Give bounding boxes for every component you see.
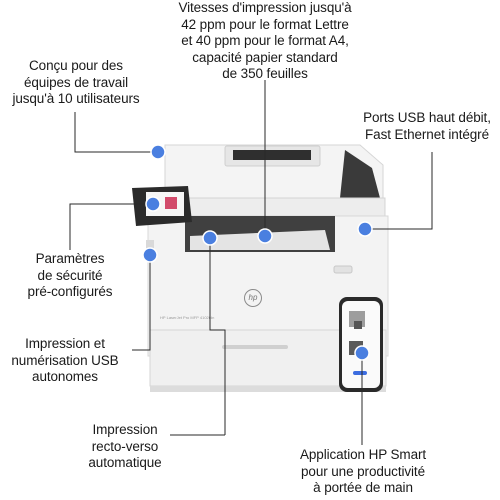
dot-output bbox=[202, 230, 218, 246]
dot-usb-side bbox=[142, 247, 158, 263]
phone bbox=[339, 297, 383, 392]
hp-logo: hp bbox=[244, 289, 262, 307]
dot-usb bbox=[357, 221, 373, 237]
brand-text: hp bbox=[248, 293, 258, 302]
callout-security: Paramètres de sécurité pré-configurés bbox=[27, 251, 113, 299]
callout-speed: Vitesses d'impression jusqu'à 42 ppm pou… bbox=[178, 0, 352, 81]
phone-screen bbox=[342, 301, 380, 388]
dot-speed bbox=[257, 228, 273, 244]
callout-usb-print: Impression et numérisation USB autonomes bbox=[11, 336, 119, 384]
dot-teams bbox=[150, 144, 166, 160]
callout-app: Application HP Smart pour une productivi… bbox=[299, 447, 427, 495]
model-text: HP LaserJet Pro MFP 4102fdn bbox=[160, 315, 215, 320]
dot-security bbox=[145, 196, 161, 212]
dot-app bbox=[354, 345, 370, 361]
callout-duplex: Impression recto-verso automatique bbox=[88, 422, 162, 470]
callout-usb: Ports USB haut débit, Fast Ethernet inté… bbox=[363, 110, 491, 142]
model-label: HP LaserJet Pro MFP 4102fdn bbox=[160, 315, 214, 320]
callout-teams: Conçu pour des équipes de travail jusqu'… bbox=[12, 58, 140, 106]
